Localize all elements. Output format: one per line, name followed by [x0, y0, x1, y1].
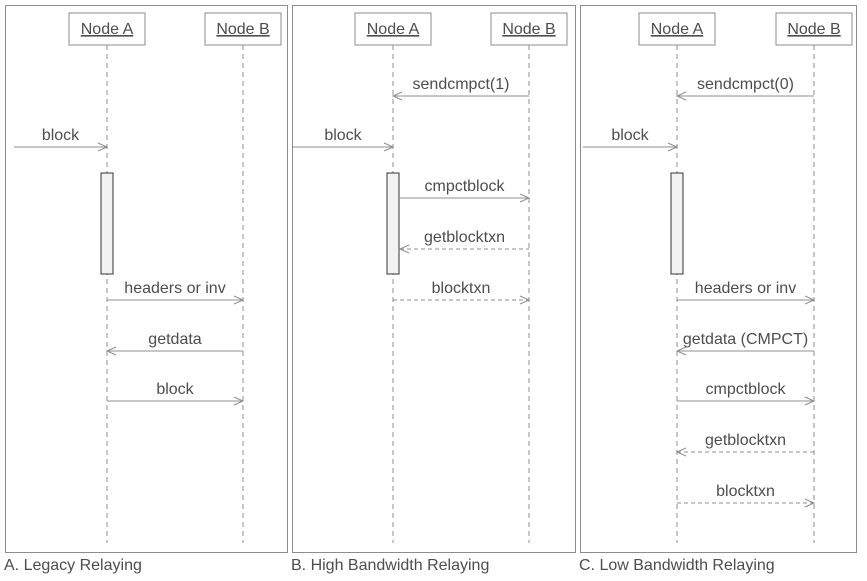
message-arrowhead — [675, 91, 687, 101]
message-label: blocktxn — [716, 483, 775, 500]
message-getdata: getdata — [105, 331, 243, 356]
actor-label-node-a: Node A — [81, 21, 134, 38]
message-arrowhead — [398, 244, 410, 254]
activation-bar-node-a — [100, 172, 114, 275]
panel-caption-high-bandwidth-relaying: B. High Bandwidth Relaying — [291, 557, 490, 574]
message-arrowhead — [233, 295, 245, 305]
panel-caption-legacy-relaying: A. Legacy Relaying — [4, 557, 142, 574]
message-label: sendcmpct(1) — [413, 76, 510, 93]
message-label: getblocktxn — [424, 229, 505, 246]
message-label: getdata (CMPCT) — [683, 331, 808, 348]
actor-label-node-a: Node A — [367, 21, 420, 38]
panel-low-bandwidth-relaying: Node A Node B sendcmpct(0) block headers or … — [580, 5, 857, 553]
actor-label-node-b: Node B — [216, 21, 269, 38]
actor-box-node-b: Node B — [204, 12, 282, 46]
message-label: block — [324, 127, 362, 144]
message-arrowhead — [675, 346, 687, 356]
message-getblocktxn: getblocktxn — [398, 229, 529, 254]
message-arrowhead — [667, 142, 679, 152]
message-arrowhead — [519, 295, 531, 305]
message-arrowhead — [105, 346, 117, 356]
message-getblocktxn: getblocktxn — [675, 432, 814, 457]
message-cmpctblock: cmpctblock — [400, 178, 531, 203]
message-label: block — [611, 127, 649, 144]
message-arrowhead — [804, 396, 816, 406]
message-label: cmpctblock — [424, 178, 505, 195]
message-sendcmpct-1: sendcmpct(1) — [391, 76, 529, 101]
actor-box-border — [68, 12, 146, 46]
message-arrowhead — [383, 142, 395, 152]
actor-box-border — [775, 12, 853, 46]
message-label: headers or inv — [124, 280, 225, 297]
message-blocktxn: blocktxn — [677, 483, 816, 508]
actor-box-border — [490, 12, 568, 46]
message-headers-or-inv: headers or inv — [107, 280, 245, 305]
panel-canvas-legacy-relaying: Node A Node B block headers or inv getdata bl… — [14, 12, 282, 543]
activation-bar-node-a — [670, 172, 684, 275]
message-block: block — [14, 127, 109, 152]
actor-label-node-b: Node B — [787, 21, 840, 38]
panel-caption-low-bandwidth-relaying: C. Low Bandwidth Relaying — [579, 557, 775, 574]
message-label: cmpctblock — [705, 381, 786, 398]
message-label: getblocktxn — [705, 432, 786, 449]
message-label: block — [156, 381, 194, 398]
actor-box-node-a: Node A — [638, 12, 716, 46]
message-block: block — [107, 381, 245, 406]
message-getdata-cmpct: getdata (CMPCT) — [675, 331, 814, 356]
actor-box-border — [354, 12, 432, 46]
message-arrowhead — [391, 91, 403, 101]
message-label: headers or inv — [695, 280, 796, 297]
message-arrowhead — [804, 498, 816, 508]
actor-box-node-a: Node A — [68, 12, 146, 46]
message-block: block — [293, 127, 395, 152]
message-label: sendcmpct(0) — [697, 76, 794, 93]
message-arrowhead — [804, 295, 816, 305]
message-sendcmpct-0: sendcmpct(0) — [675, 76, 814, 101]
message-arrowhead — [233, 396, 245, 406]
actor-box-border — [204, 12, 282, 46]
message-arrowhead — [97, 142, 109, 152]
actor-box-node-a: Node A — [354, 12, 432, 46]
actor-box-border — [638, 12, 716, 46]
message-label: getdata — [148, 331, 201, 348]
message-label: block — [42, 127, 80, 144]
message-cmpctblock: cmpctblock — [677, 381, 816, 406]
panel-canvas-low-bandwidth-relaying: Node A Node B sendcmpct(0) block headers or … — [583, 12, 853, 543]
actor-label-node-a: Node A — [651, 21, 704, 38]
message-block: block — [583, 127, 679, 152]
panel-legacy-relaying: Node A Node B block headers or inv getdata bl… — [5, 5, 288, 553]
message-label: blocktxn — [432, 280, 491, 297]
message-arrowhead — [675, 447, 687, 457]
panel-high-bandwidth-relaying: Node A Node B sendcmpct(1) block cmpctblock g… — [292, 5, 576, 553]
activation-bar-node-a — [386, 172, 400, 275]
panel-canvas-high-bandwidth-relaying: Node A Node B sendcmpct(1) block cmpctblock g… — [293, 12, 568, 543]
actor-box-node-b: Node B — [490, 12, 568, 46]
message-headers-or-inv: headers or inv — [677, 280, 816, 305]
message-arrowhead — [519, 193, 531, 203]
actor-label-node-b: Node B — [502, 21, 555, 38]
message-blocktxn: blocktxn — [393, 280, 531, 305]
actor-box-node-b: Node B — [775, 12, 853, 46]
